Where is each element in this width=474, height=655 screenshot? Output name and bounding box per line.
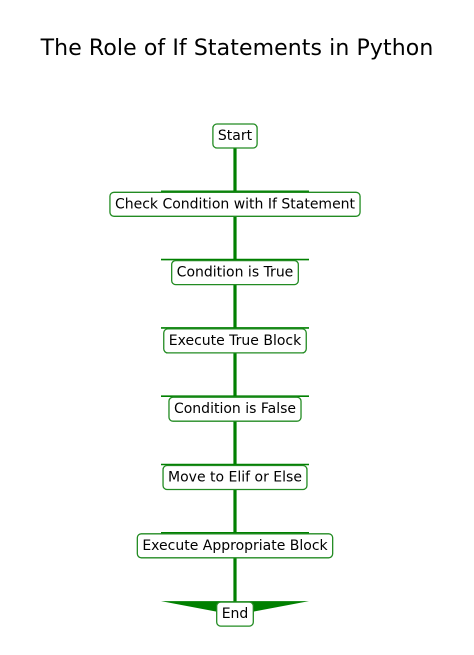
node-label: Execute True Block <box>169 333 302 349</box>
node-box <box>171 259 299 286</box>
node-label: Condition is False <box>174 401 296 417</box>
node-execute-appropriate: Execute Appropriate Block <box>136 533 334 559</box>
node-box <box>109 191 361 217</box>
node-true: Condition is True <box>171 259 299 286</box>
node-box <box>162 464 308 491</box>
node-execute-true: Execute True Block <box>163 328 307 354</box>
page-title: The Role of If Statements in Python <box>40 36 434 61</box>
node-box <box>163 328 307 354</box>
node-label: Start <box>218 128 253 144</box>
node-elif-else: Move to Elif or Else <box>162 464 308 491</box>
node-box <box>168 396 302 422</box>
node-check: Check Condition with If Statement <box>109 191 361 217</box>
node-box <box>216 601 254 627</box>
node-label: Execute Appropriate Block <box>142 538 328 554</box>
node-box <box>212 123 258 149</box>
node-box <box>136 533 334 559</box>
node-end: End <box>216 601 254 627</box>
node-false: Condition is False <box>168 396 302 422</box>
node-start: Start <box>212 123 258 149</box>
node-label: End <box>222 606 249 622</box>
node-label: Check Condition with If Statement <box>115 196 356 212</box>
node-label: Condition is True <box>177 265 294 281</box>
node-label: Move to Elif or Else <box>168 470 302 486</box>
